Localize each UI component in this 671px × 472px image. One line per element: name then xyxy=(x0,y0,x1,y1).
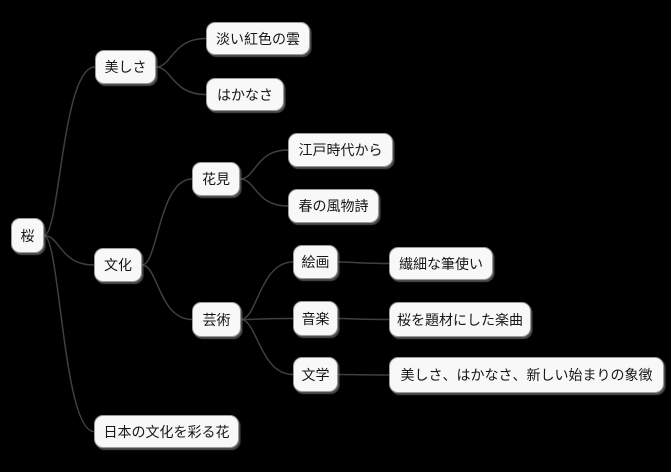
node-art[interactable]: 芸術 xyxy=(192,302,241,337)
node-sakura-root[interactable]: 桜 xyxy=(11,218,44,253)
node-pale-pink-clouds[interactable]: 淡い紅色の雲 xyxy=(206,22,310,55)
node-sakura-themed-songs[interactable]: 桜を題材にした楽曲 xyxy=(389,302,531,337)
edge-hanami-since-edo xyxy=(239,149,289,180)
node-painting[interactable]: 絵画 xyxy=(293,245,338,279)
edge-art-music xyxy=(240,317,294,321)
edge-beauty-transience xyxy=(155,66,207,96)
edge-root-flower-of-culture xyxy=(43,234,95,433)
node-hanami[interactable]: 花見 xyxy=(192,162,240,196)
node-beauty[interactable]: 美しさ xyxy=(95,50,156,84)
edge-beauty-pale-pink-clouds xyxy=(155,37,207,68)
node-since-edo-period[interactable]: 江戸時代から xyxy=(288,133,393,167)
node-literature[interactable]: 文学 xyxy=(293,357,338,392)
node-flower-of-japanese-culture[interactable]: 日本の文化を彩る花 xyxy=(94,415,239,448)
edge-root-beauty xyxy=(43,66,96,237)
node-symbolism[interactable]: 美しさ、はかなさ、新しい始まりの象徴 xyxy=(389,357,664,393)
edge-music-songs xyxy=(337,317,390,321)
edge-culture-hanami xyxy=(141,178,193,266)
node-music[interactable]: 音楽 xyxy=(293,301,338,336)
node-culture[interactable]: 文化 xyxy=(94,248,142,282)
edge-literature-symbolism xyxy=(337,373,390,376)
node-delicate-brushwork[interactable]: 繊細な筆使い xyxy=(389,247,493,280)
edge-art-literature xyxy=(240,318,294,376)
edge-culture-art xyxy=(141,264,193,321)
edge-painting-brushwork xyxy=(337,261,390,265)
edge-art-painting xyxy=(240,261,294,321)
edge-root-culture xyxy=(43,234,95,266)
node-spring-tradition[interactable]: 春の風物詩 xyxy=(288,189,379,223)
edge-hanami-spring-tradition xyxy=(239,178,289,207)
node-transience[interactable]: はかなさ xyxy=(206,78,284,111)
